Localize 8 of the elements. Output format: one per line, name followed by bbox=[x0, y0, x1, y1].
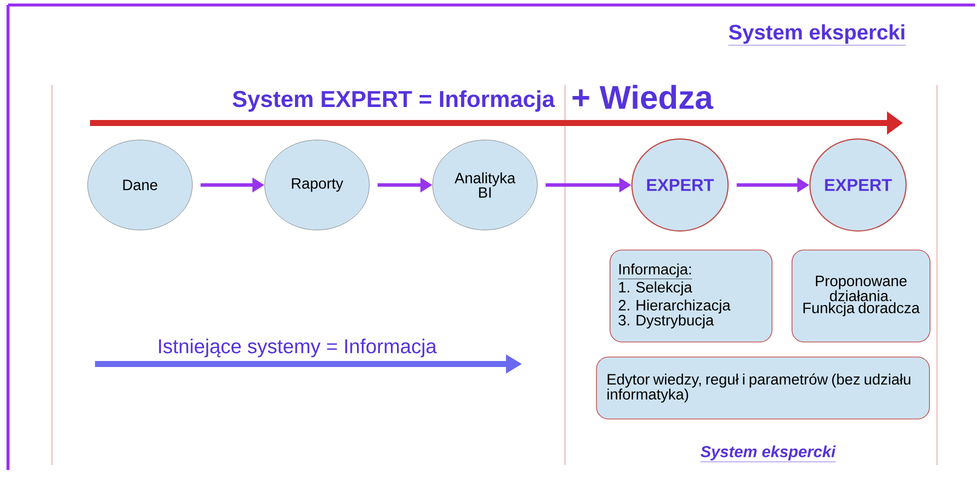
info-box: Edytor wiedzy, reguł i parametrów (bez udziału informatyka) bbox=[596, 356, 930, 420]
caption-link: System ekspercki bbox=[700, 446, 836, 462]
arrow-caption: Istniejące systemy = Informacja bbox=[159, 338, 437, 358]
info-box: Informacja: 1. Selekcja 2. Hierarchizacja 3. Dystrybucja bbox=[610, 250, 772, 342]
heading: System EXPERT = Informacja bbox=[232, 90, 555, 112]
heading: + Wiedza bbox=[572, 84, 714, 110]
slide-title: System ekspercki bbox=[728, 24, 906, 46]
info-box: Proponowane działania. Funkcja doradcza bbox=[792, 250, 930, 342]
